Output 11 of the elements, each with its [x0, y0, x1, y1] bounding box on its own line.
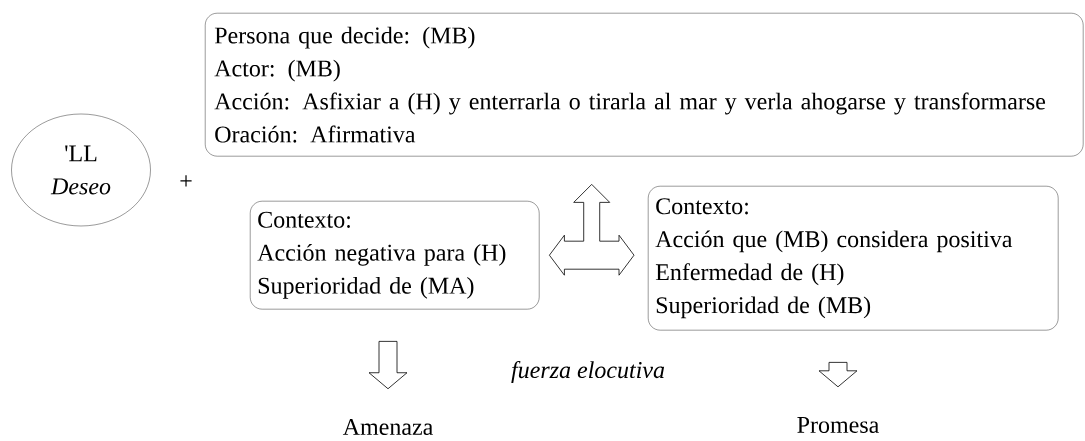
circle-node: 'LL Deseo — [11, 113, 151, 227]
block-arrow — [549, 184, 635, 276]
italic-caption: fuerza elocutiva — [511, 361, 665, 383]
rounded-box: Persona que decide: (MB) Actor: (MB) Acción: Asfixiar a (H) y enterrarla o tirarla al mar y verla ahogarse y transformarse Oración: Afirmativa — [205, 13, 1084, 157]
rounded-box: Contexto: Acción que (MB) considera positiva Enfermedad de (H) Superioridad de (MB) — [648, 186, 1059, 331]
outcome-label: Amenaza — [342, 418, 433, 435]
plus-sign: + — [180, 175, 192, 187]
block-arrow — [368, 341, 408, 390]
block-arrow — [818, 362, 858, 388]
rounded-box: Contexto: Acción negativa para (H) Superioridad de (MA) — [250, 201, 540, 310]
outcome-label: Promesa — [797, 417, 879, 433]
